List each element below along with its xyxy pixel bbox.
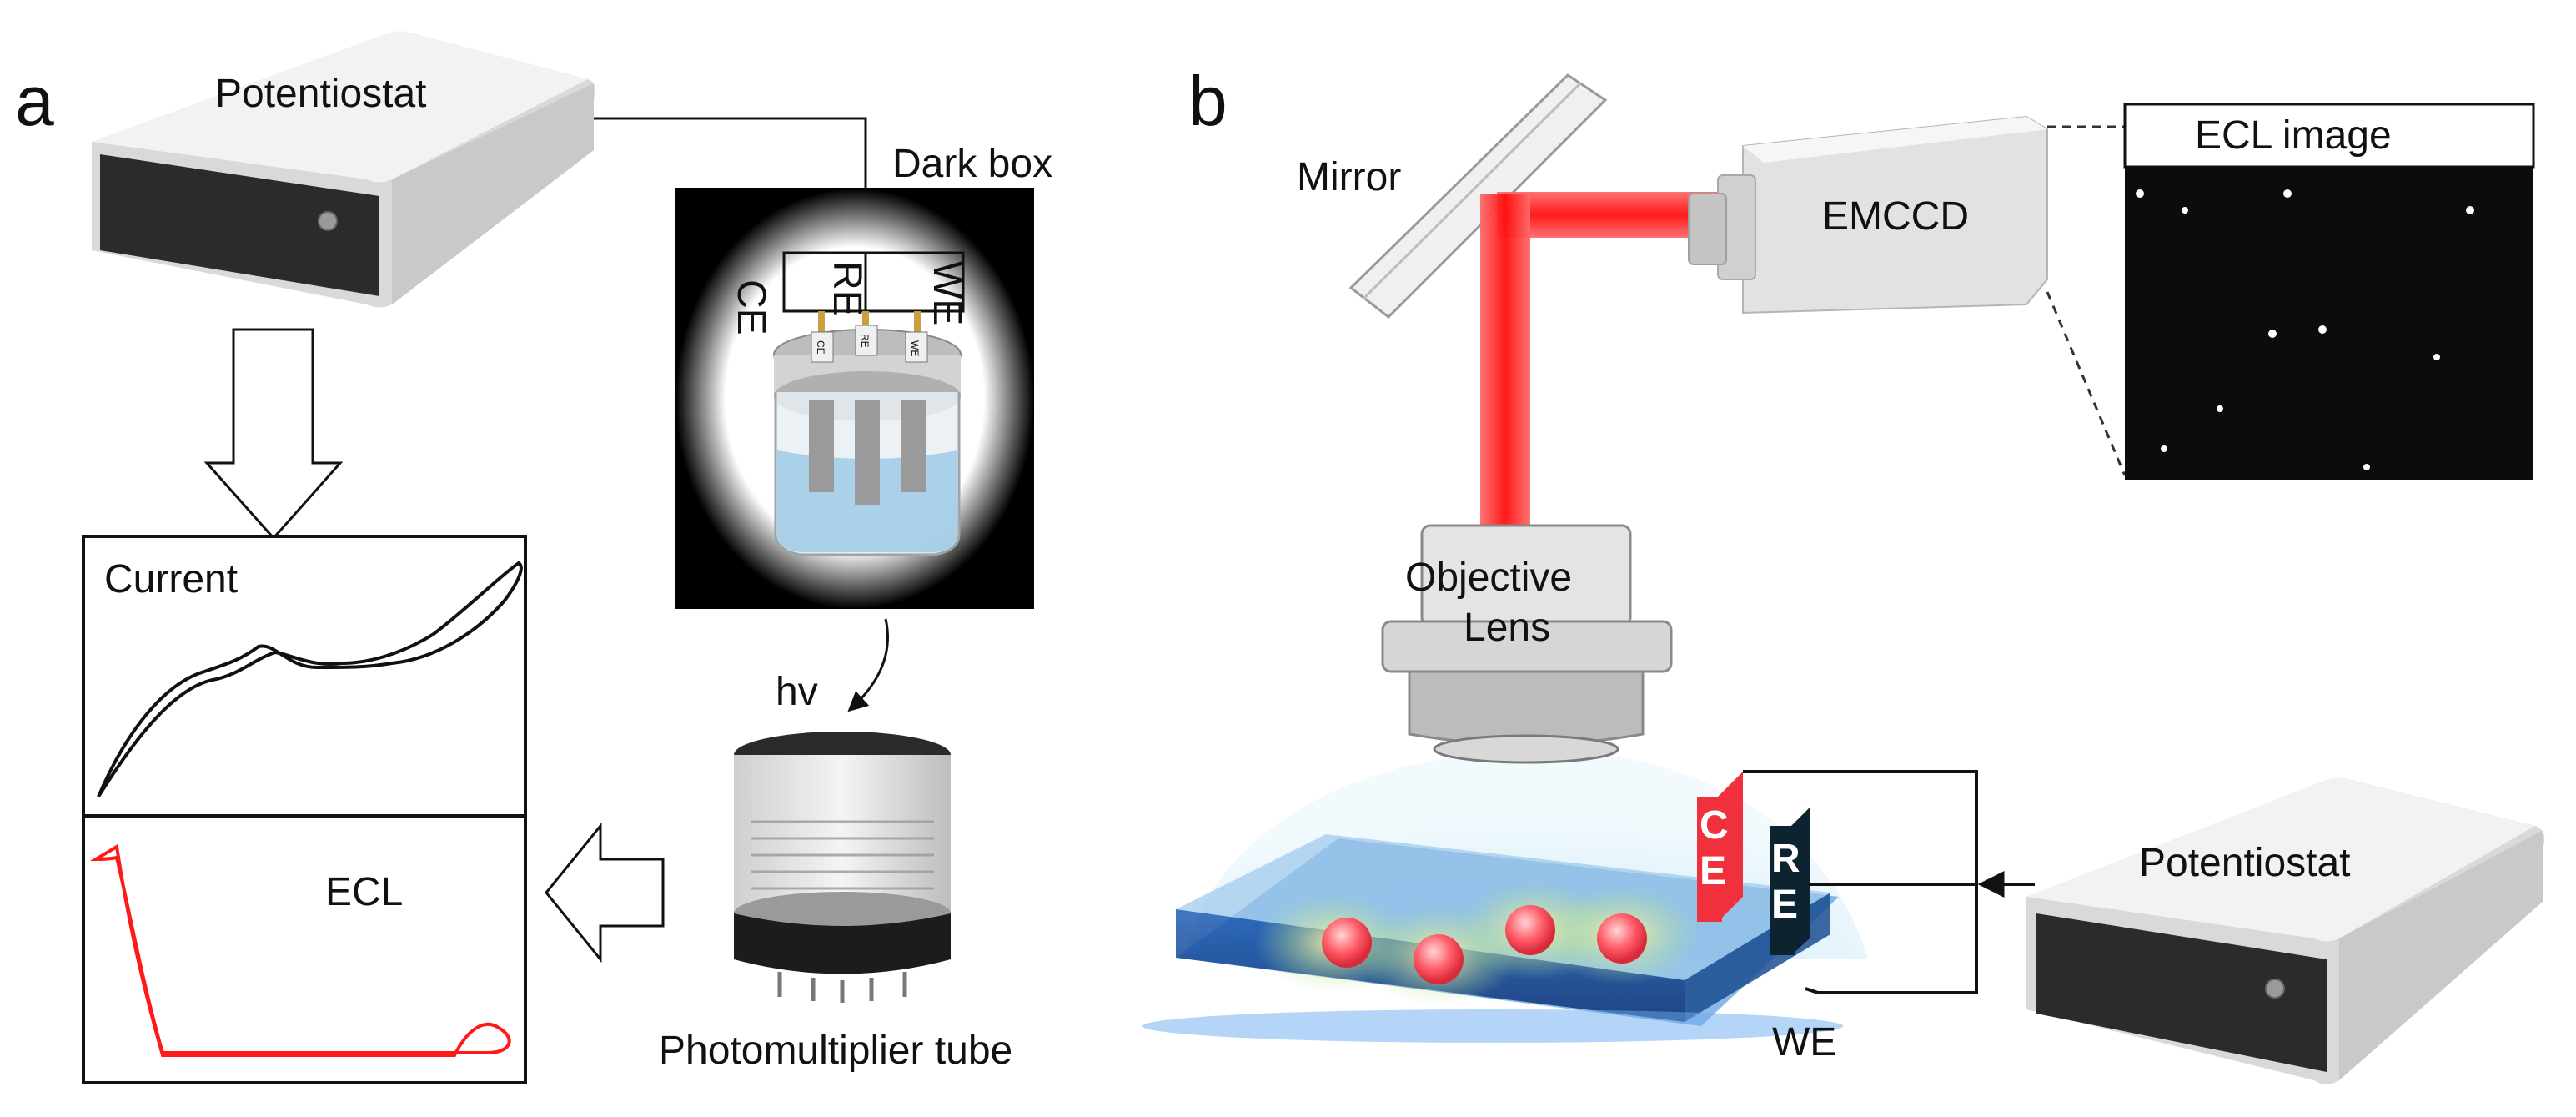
panel-letter-a: a xyxy=(15,62,54,140)
potentiostat-label-a: Potentiostat xyxy=(215,72,427,116)
mirror-label: Mirror xyxy=(1297,155,1401,199)
electrode-ce: C E xyxy=(1697,772,1743,922)
ecl-image xyxy=(2125,167,2533,480)
potentiostat-label-b: Potentiostat xyxy=(2139,841,2351,885)
potentiostat-icon xyxy=(2026,777,2545,1084)
objective-label-line2: Lens xyxy=(1464,606,1550,650)
electrode-label-ce: CE xyxy=(729,279,773,335)
cell-cap-label-re: RE xyxy=(859,334,871,348)
flow-arrow-left-icon xyxy=(545,822,665,964)
current-label: Current xyxy=(104,557,238,601)
electrode-re: R E xyxy=(1770,808,1810,955)
electrode-labels-a: CE RE WE xyxy=(729,261,969,335)
electrode-label-re: RE xyxy=(825,261,869,317)
electrode-ce-letter-e: E xyxy=(1700,849,1726,893)
hv-arrow xyxy=(847,618,889,712)
electrode-wiring xyxy=(782,251,965,313)
photomultiplier-tube-icon xyxy=(734,732,951,1003)
luminescent-particles xyxy=(1255,880,1701,1005)
ecl-label: ECL xyxy=(325,870,403,914)
objective-label-line1: Objective xyxy=(1405,556,1572,600)
ecl-trace xyxy=(89,843,511,1057)
emccd-label: EMCCD xyxy=(1822,194,1969,239)
electrode-re-letter-e: E xyxy=(1771,883,1798,927)
ecl-image-label: ECL image xyxy=(2195,113,2392,158)
electrode-label-we: WE xyxy=(925,261,969,325)
panel-letter-b: b xyxy=(1188,62,1228,140)
current-plot-frame xyxy=(82,535,527,818)
electrochemical-cell-icon: CE RE WE xyxy=(773,311,962,556)
current-trace xyxy=(97,561,523,798)
we-label: WE xyxy=(1772,1020,1836,1064)
mirror-icon xyxy=(1348,73,1608,319)
zoom-line-bottom xyxy=(2046,291,2127,476)
pmt-label: Photomultiplier tube xyxy=(659,1029,1012,1073)
potentiostat-icon xyxy=(92,31,595,308)
ecl-plot-frame xyxy=(82,814,527,1084)
hv-label: hv xyxy=(776,670,818,714)
emccd-camera-icon xyxy=(1688,115,2048,314)
dark-box-label: Dark box xyxy=(892,142,1052,186)
electrode-re-letter-r: R xyxy=(1771,837,1800,881)
wiring-b xyxy=(1743,770,1978,994)
cell-cap-label-ce: CE xyxy=(815,340,826,355)
electrode-ce-letter-c: C xyxy=(1700,803,1729,848)
objective-lens-icon xyxy=(1381,524,1673,764)
flow-arrow-down-icon xyxy=(203,328,344,541)
cell-cap-label-we: WE xyxy=(909,340,921,356)
